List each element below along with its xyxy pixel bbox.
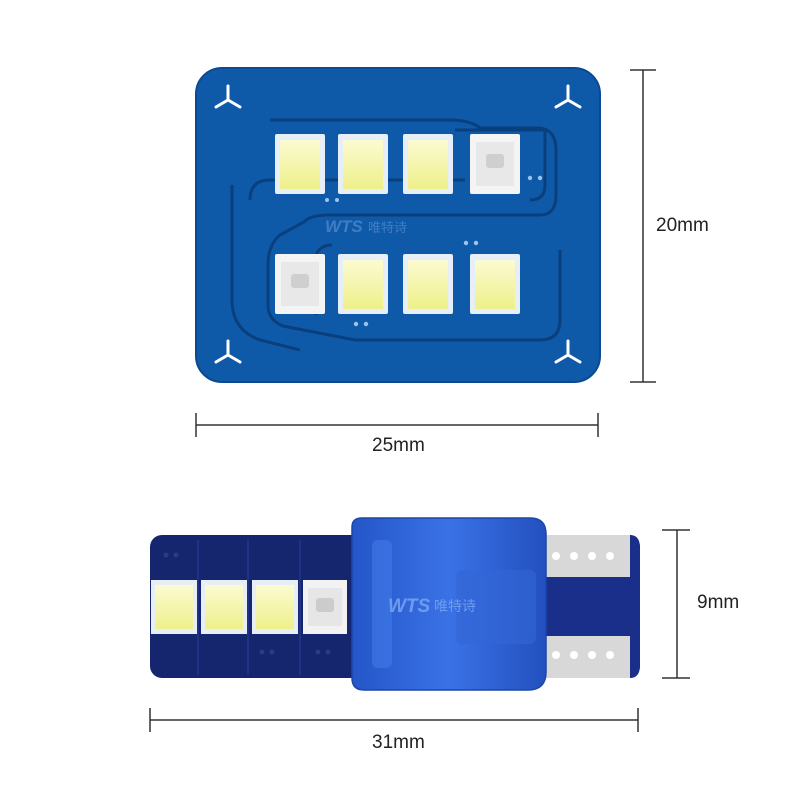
pcb-brand-logo: WTS (325, 217, 363, 236)
pcb-brand-logo-cn: 唯特诗 (368, 221, 407, 236)
t10-bulb: WTS 唯特诗 (150, 517, 640, 691)
bulb-led-chip (201, 580, 247, 634)
dim-line-board-width (195, 413, 599, 437)
board-width-label: 25mm (372, 435, 425, 456)
housing-brand-logo-cn: 唯特诗 (434, 599, 476, 615)
bulb-led-chip (151, 580, 197, 634)
dim-line-board-height (630, 69, 656, 383)
contact-dots (552, 552, 614, 659)
led-pcb-board: WTS 唯特诗 (195, 67, 601, 383)
dim-line-bulb-height (662, 529, 690, 679)
bulb-length-label: 31mm (372, 732, 425, 753)
led-chip (470, 254, 520, 314)
led-chip (338, 134, 388, 194)
dim-line-bulb-length (149, 708, 639, 732)
led-chip (403, 254, 453, 314)
housing-brand-logo: WTS (388, 596, 431, 617)
bulb-vias (163, 552, 331, 655)
pcb-traces (230, 118, 562, 352)
bulb-height-label: 9mm (697, 592, 740, 613)
board-height-label: 20mm (656, 215, 709, 236)
bulb-led-chip (252, 580, 298, 634)
mounting-marks (214, 84, 582, 364)
bulb-housing: WTS 唯特诗 (351, 517, 547, 691)
led-chip-white (470, 134, 520, 194)
led-chip-row-top (275, 134, 520, 194)
led-chip (403, 134, 453, 194)
bulb-led-chip-white (303, 580, 347, 634)
led-chip (275, 134, 325, 194)
pcb-vias (325, 175, 543, 327)
led-chip-white (275, 254, 325, 314)
bulb-pcb-segments (197, 540, 301, 675)
led-chip (338, 254, 388, 314)
led-chip-row-bottom (275, 254, 520, 314)
